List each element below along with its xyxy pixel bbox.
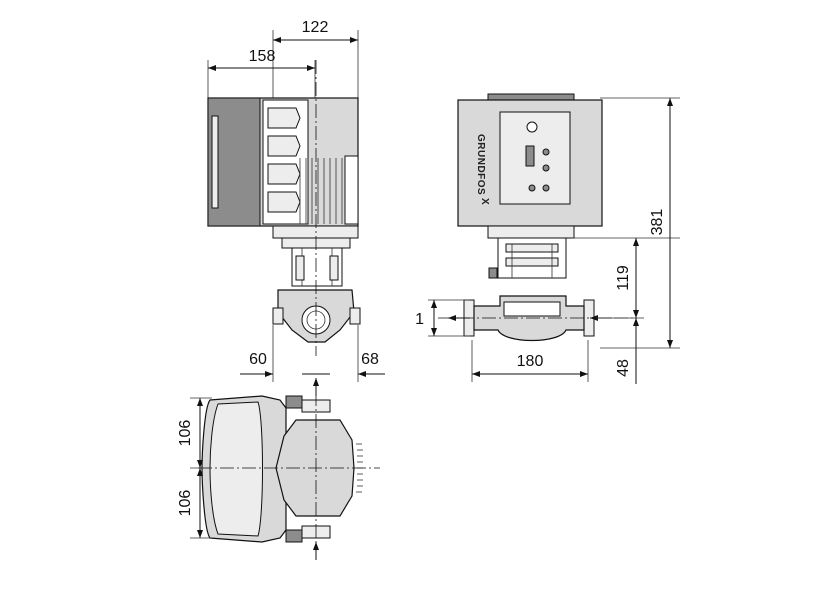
dimension-158-label: 158	[249, 48, 276, 65]
top-view: 106 106	[177, 378, 380, 560]
adapter-side	[272, 225, 359, 287]
dimension-122-label: 122	[302, 19, 329, 36]
dimension-60-label: 60	[249, 351, 267, 368]
dimension-106-upper: 106	[177, 397, 212, 469]
dimension-122: 122	[272, 19, 359, 108]
dimension-vertical-group: 119 48 381	[572, 97, 680, 384]
dimension-1: 1	[415, 299, 470, 337]
dimension-381-label: 381	[649, 209, 666, 236]
adapter-front	[488, 237, 567, 279]
motor-housing-side	[207, 97, 359, 227]
pump-head-top	[275, 399, 363, 539]
manufacturer-logo: GRUNDFOS	[475, 134, 486, 195]
dimension-68: 68	[316, 325, 385, 382]
motor-housing-top	[201, 395, 303, 543]
dimension-180-label: 180	[517, 353, 544, 370]
front-view: GRUNDFOS X	[415, 93, 680, 384]
dimension-1-label: 1	[415, 311, 424, 328]
dimension-106-upper-label: 106	[177, 420, 194, 447]
logo-mark: X	[479, 198, 490, 205]
dimension-106-lower-label: 106	[177, 490, 194, 517]
dimension-68-label: 68	[361, 351, 379, 368]
dimension-119-label: 119	[615, 265, 632, 291]
motor-housing-front: GRUNDFOS X	[457, 93, 603, 239]
pump-housing-side	[272, 289, 361, 343]
dimension-48-label: 48	[615, 359, 632, 377]
dimension-60: 60	[240, 325, 316, 382]
dimension-158: 158	[207, 48, 316, 100]
dimension-106-lower: 106	[177, 468, 212, 539]
dimension-180: 180	[471, 340, 589, 382]
side-view: 122 158	[207, 19, 385, 382]
